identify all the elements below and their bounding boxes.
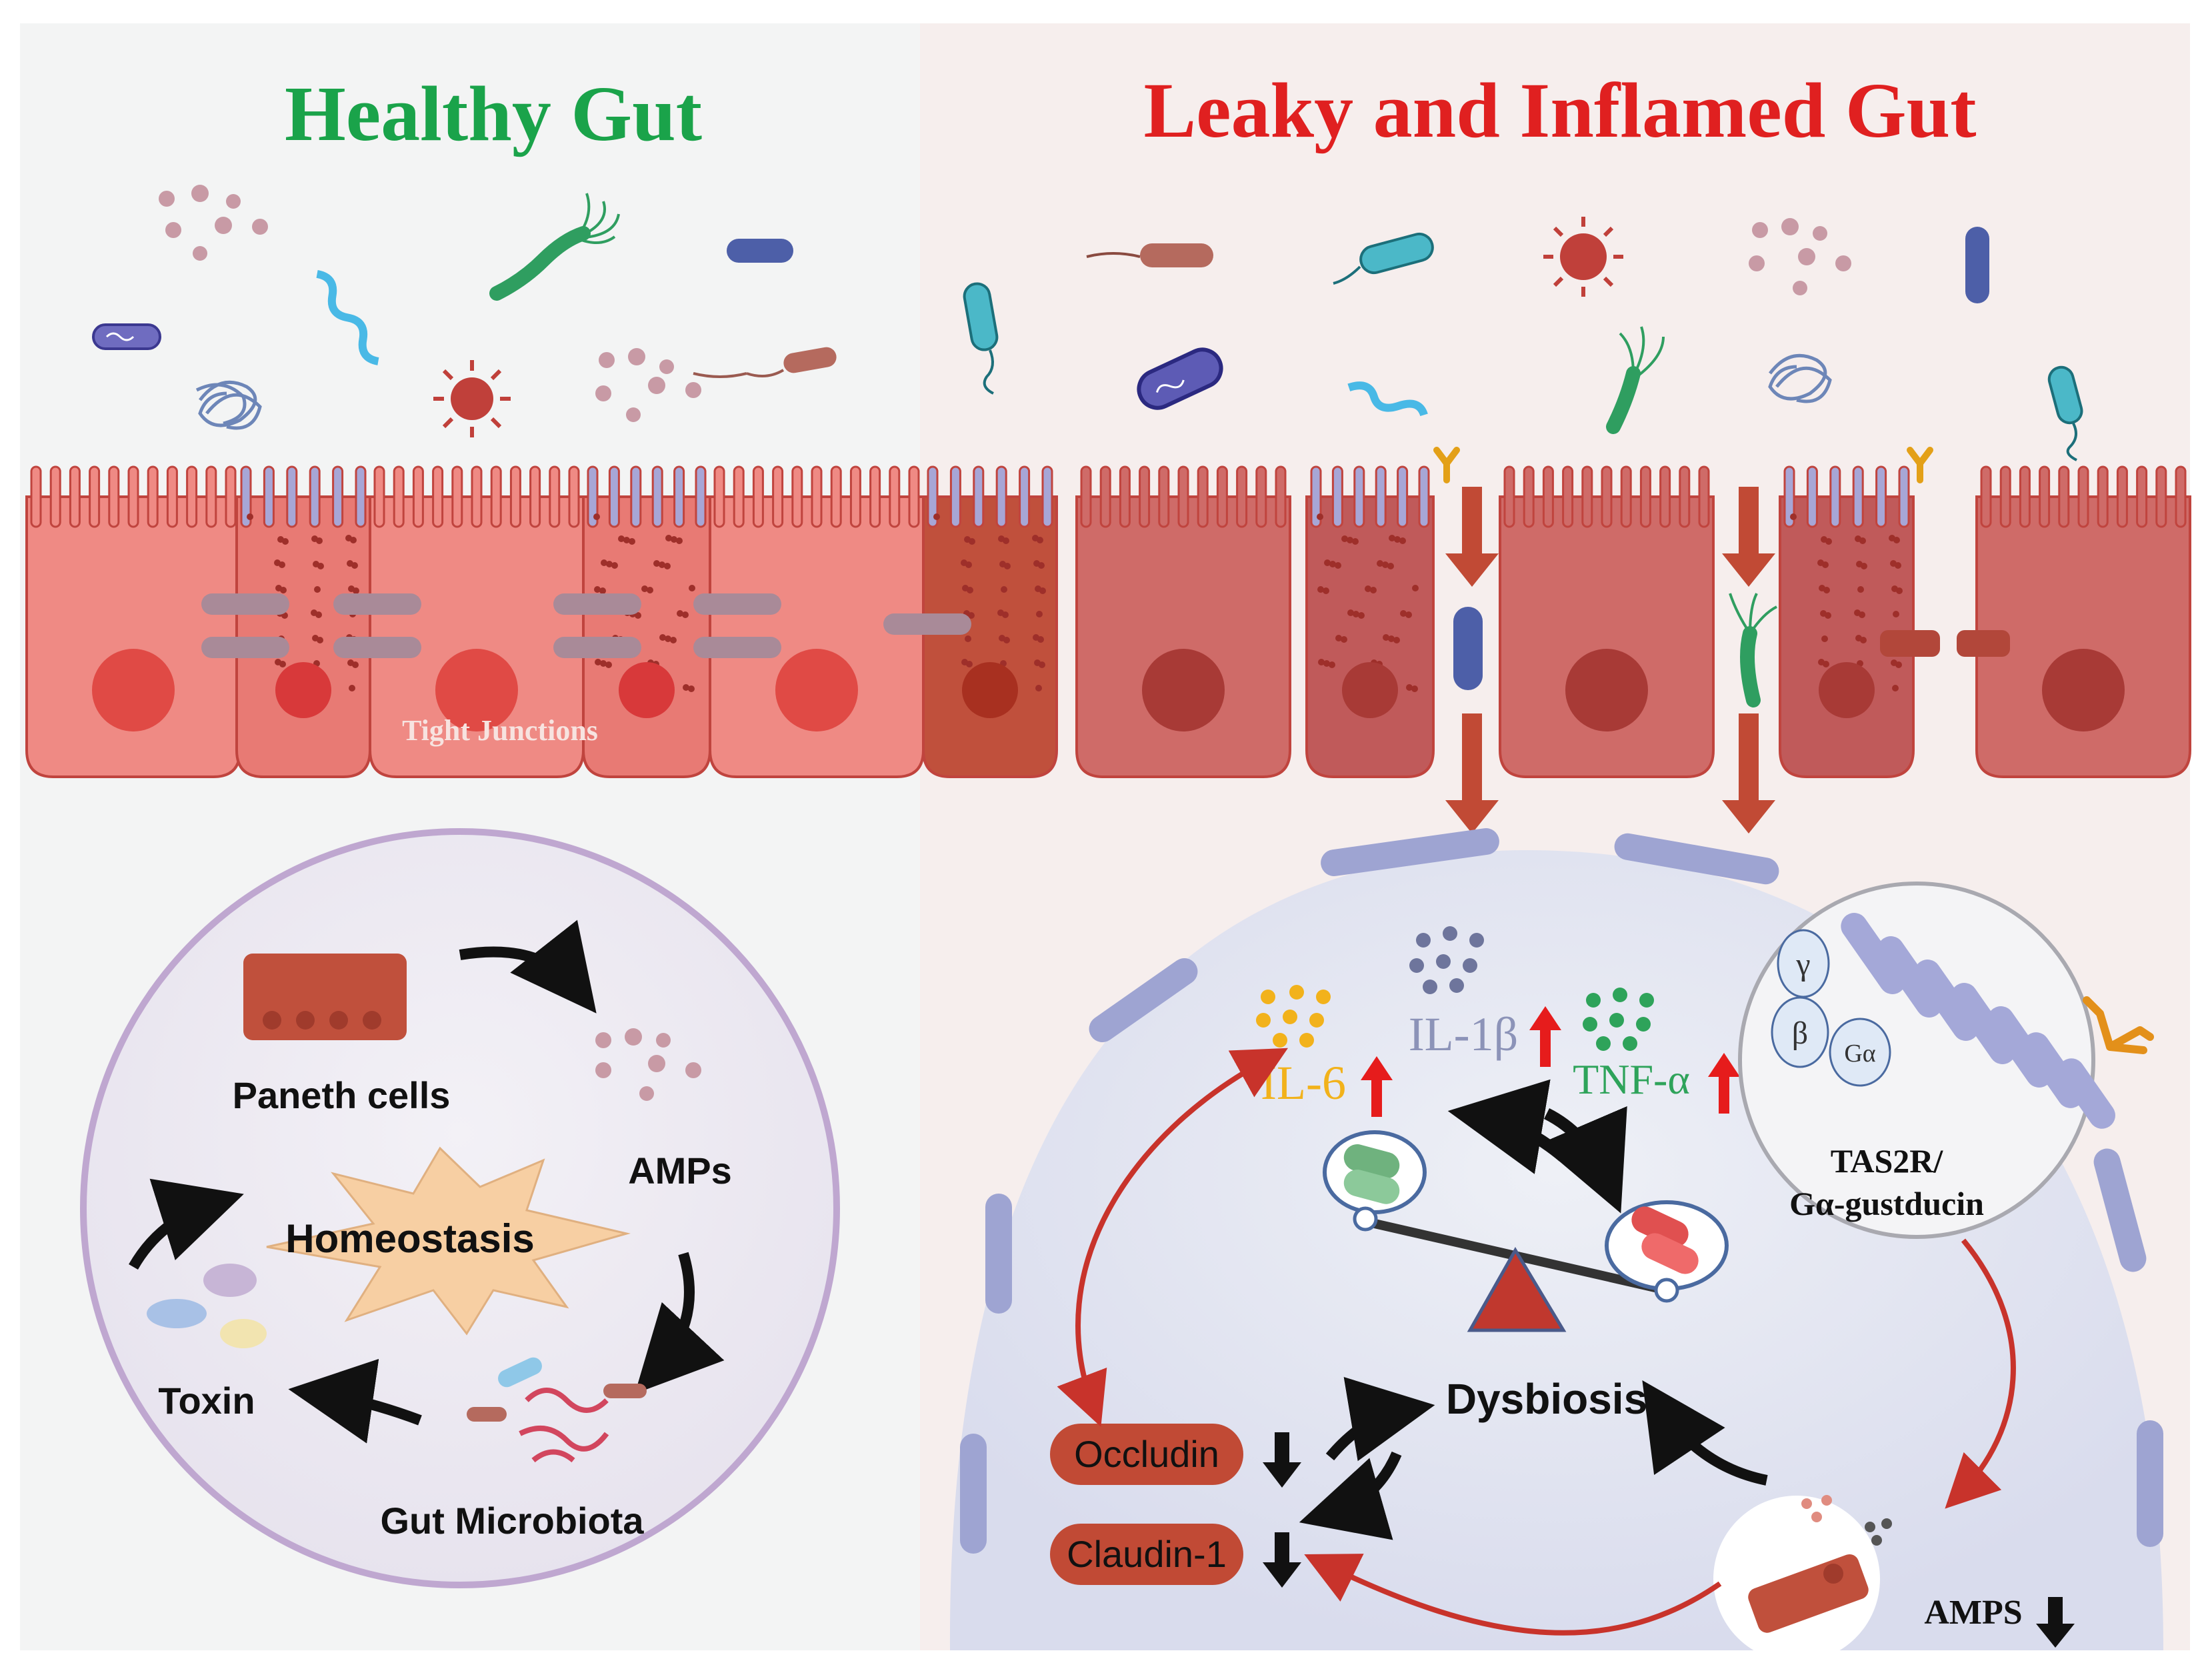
epithelial-cell [1499, 465, 1715, 778]
amps-to-dysbiosis-arrow [1642, 1380, 1768, 1486]
cyan-rod-bacterium-icon [1333, 232, 1434, 285]
paneth-cell [1779, 465, 1915, 778]
paneth-cell [235, 465, 371, 778]
tas2r-label-line1: TAS2R/ [1831, 1142, 1944, 1180]
amps-label: AMPs [628, 1150, 732, 1192]
tnfa-dots [1583, 988, 1654, 1051]
paneth-cell-block-icon [243, 954, 407, 1040]
amps-down-label: AMPS [1924, 1594, 2022, 1632]
galpha-label: Gα [1844, 1040, 1875, 1068]
cycle-arrow-3 [288, 1358, 422, 1444]
paneth-cell-small-icon [1748, 1495, 1892, 1633]
tight-junctions-label: Tight Junctions [402, 714, 598, 747]
tight-junctions [201, 593, 971, 658]
spirochete-icon-2 [1347, 381, 1428, 417]
amp-dots-homeostasis [595, 1028, 701, 1101]
amp-dots-cluster-3 [1749, 218, 1851, 295]
occludin-dysbiosis-arrows [1299, 1377, 1435, 1540]
claudin-pill [1050, 1524, 1243, 1585]
cytokine-up-arrows [1361, 1006, 1740, 1117]
homeostasis-starburst [266, 1146, 631, 1336]
claudin-label: Claudin-1 [1067, 1533, 1227, 1575]
red-connector-arrows [1057, 1048, 2016, 1636]
rod-bacterium-icon [92, 323, 161, 350]
dysbiosis-seesaw [1323, 1130, 1729, 1332]
brown-flagellated-bacterium-icon [1086, 243, 1213, 267]
healthy-epithelium [25, 465, 1058, 778]
blue-rod-bacterium-icon [727, 239, 793, 263]
purple-rod-bacterium-icon [1137, 347, 1223, 410]
leaky-epithelium [1075, 465, 2191, 778]
flagellated-bacterium-icon-2 [1606, 326, 1665, 434]
cell-membrane-patches [960, 827, 2163, 1554]
amp-dots-cluster [159, 185, 268, 261]
il6-label: IL-6 [1261, 1056, 1346, 1110]
cycle-arrow-4 [129, 1178, 244, 1270]
spirochete-icon [316, 269, 379, 365]
healthy-gut-title: Healthy Gut [285, 70, 702, 157]
tas2r-label-line2: Gα-gustducin [1789, 1185, 1984, 1222]
toxin-label: Toxin [158, 1380, 255, 1422]
down-arrows [1263, 1432, 2075, 1648]
epithelial-cell [25, 465, 241, 778]
flagellated-bacterium-icon [489, 193, 620, 301]
beta-subunit-icon [1771, 996, 1829, 1068]
cyan-rod-bacterium-icon-3 [2047, 365, 2083, 461]
broken-tight-junctions [1880, 630, 2010, 657]
il1b-label: IL-1β [1409, 1008, 1519, 1061]
gut-microbiota-label: Gut Microbiota [380, 1500, 644, 1542]
paneth-cell [922, 465, 1058, 778]
occludin-pill [1050, 1424, 1243, 1485]
antibody-icon-receptor [2083, 996, 2154, 1054]
beta-label: β [1792, 1016, 1808, 1051]
galpha-subunit-icon [1829, 1018, 1891, 1087]
tnfa-label: TNF-α [1573, 1056, 1690, 1103]
gamma-label: γ [1795, 947, 1810, 982]
gpcr-helices-icon [1841, 913, 2115, 1129]
paneth-cell [1305, 465, 1435, 778]
epithelial-cell [1975, 465, 2191, 778]
paneth-cell [582, 465, 711, 778]
occludin-label: Occludin [1074, 1433, 1219, 1475]
toxin-icon [147, 1264, 267, 1348]
cyan-rod-bacterium-icon-2 [963, 282, 999, 395]
antibody-icon [1433, 447, 1933, 483]
leaky-gut-title: Leaky and Inflamed Gut [1143, 67, 1976, 154]
dysbiosis-label: Dysbiosis [1446, 1375, 1647, 1423]
gut-microbiota-icon [467, 1357, 647, 1463]
translocation-arrows [1445, 487, 1775, 833]
virus-icon [433, 360, 511, 437]
virus-icon-2 [1543, 217, 1623, 297]
dysbiosis-cycle-arrows [1447, 1079, 1627, 1214]
translocating-flagellated-bacterium [1729, 593, 1777, 707]
translocating-bacterium [1453, 607, 1483, 690]
il6-dots [1256, 985, 1331, 1048]
blue-rod-vertical-icon [1965, 227, 1989, 303]
epithelial-cell [1075, 465, 1291, 778]
il1b-dots [1409, 926, 1484, 994]
paneth-cells-label: Paneth cells [233, 1074, 451, 1116]
brown-rod-bacterium-icon [693, 347, 837, 378]
epithelial-cell [709, 465, 925, 778]
homeostasis-label: Homeostasis [285, 1216, 534, 1261]
cycle-arrow-2 [635, 1252, 725, 1394]
tangled-bacteria-icon-2 [1768, 353, 1832, 403]
tangled-bacteria-icon [195, 380, 262, 430]
amp-dots-cluster-2 [595, 348, 701, 422]
cycle-arrow-1 [459, 920, 597, 1014]
epithelial-cell [369, 465, 585, 778]
